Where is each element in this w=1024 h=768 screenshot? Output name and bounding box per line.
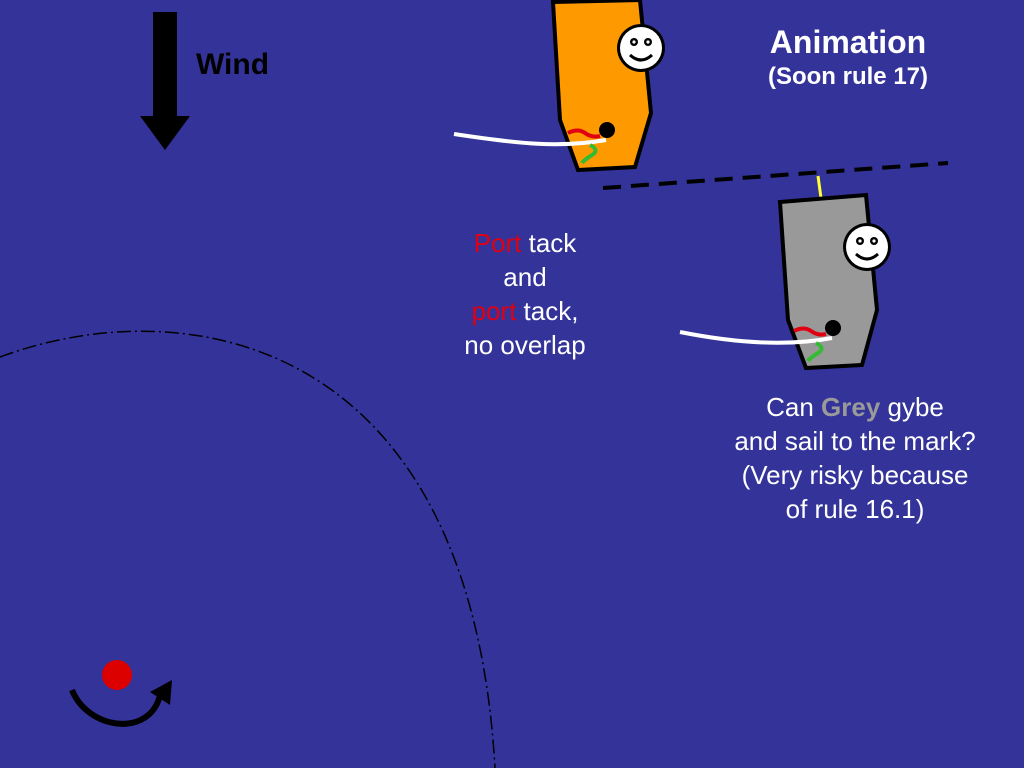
middle-text: Port tack and port tack, no overlap [430, 226, 620, 362]
tack-word-1: tack [521, 228, 577, 258]
yellow-line [816, 175, 823, 199]
tack-word-2: tack, [516, 296, 579, 326]
orange-boat [453, 0, 665, 173]
port-word-1: Port [473, 228, 522, 258]
title-block: Animation (Soon rule 17) [730, 22, 966, 92]
rounding-direction-arrow-icon [69, 680, 172, 727]
question-line-4: of rule 16.1) [785, 494, 925, 524]
grey-word: Grey [821, 392, 881, 422]
title: Animation [769, 24, 927, 60]
dashed-line [602, 161, 949, 190]
mark [102, 660, 132, 690]
subtitle: (Soon rule 17) [767, 63, 929, 90]
no-overlap: no overlap [464, 330, 586, 360]
wind-label: Wind [196, 48, 270, 81]
and-word: and [503, 262, 547, 292]
grey-boat [679, 192, 891, 371]
question-line-3: (Very risky because [741, 460, 969, 490]
gybe-word: gybe [880, 392, 944, 422]
question-line-2: and sail to the mark? [734, 426, 976, 456]
can-word: Can [766, 392, 822, 422]
port-word-2: port [471, 296, 517, 326]
zone-circle [0, 330, 496, 768]
wind-arrow-icon [140, 12, 190, 150]
question-text: Can Grey gybe and sail to the mark? (Ver… [700, 390, 1010, 526]
